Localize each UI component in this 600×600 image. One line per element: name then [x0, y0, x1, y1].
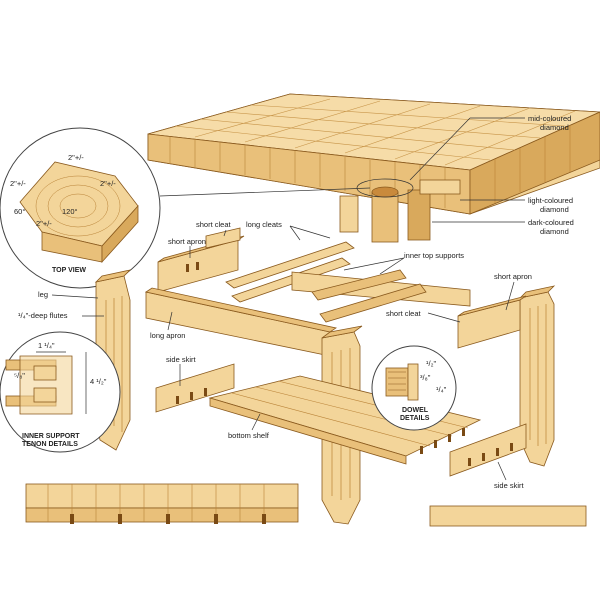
label-short-cleat-right: short cleat [386, 309, 422, 318]
label-short-cleat-top: short cleat [196, 220, 232, 229]
label-top-view: TOP VIEW [52, 267, 86, 274]
dim-top: 2"+/- [68, 153, 84, 162]
label-inner-support-2: TENON DETAILS [22, 441, 78, 448]
label-dowel-2: DETAILS [400, 415, 430, 422]
dim-right: 2"+/- [100, 179, 116, 188]
side-columns [494, 125, 571, 203]
side-skirt-left [155, 363, 235, 413]
top-grid [174, 98, 576, 166]
tenon-dim-c: 4 ¹/₂" [90, 377, 107, 386]
side-skirt-right [449, 423, 527, 477]
diamond-blocks [339, 178, 461, 243]
label-dark-coloured-2: diamond [540, 227, 569, 236]
label-flutes: ¹/₄"-deep flutes [18, 311, 68, 320]
strip-left [25, 483, 299, 509]
dowel-dim-b: ³/₈" [420, 373, 431, 382]
label-bottom-shelf: bottom shelf [228, 431, 270, 440]
label-inner-support-1: INNER SUPPORT [22, 433, 80, 440]
top-labels: mid-coloured diamond light-coloured diam… [409, 114, 574, 236]
table-frame [94, 227, 556, 525]
long-cleat-1 [225, 241, 355, 289]
label-inner-top-supports: inner top supports [404, 251, 464, 260]
mortise-slots [176, 262, 513, 466]
table-top-side [469, 111, 600, 215]
strip-right [429, 505, 587, 527]
angle-120: 120° [62, 207, 78, 216]
tenon-dim-a: 1 ¹/₄" [38, 341, 55, 350]
dim-bottom: 2"+/- [36, 219, 52, 228]
block-3 [407, 189, 431, 241]
block-4 [419, 179, 461, 195]
label-light-coloured-2: diamond [540, 205, 569, 214]
tenon-detail: 1 ¹/₄" ⁵/₈" 4 ¹/₂" INNER SUPPORT TENON D… [0, 331, 121, 453]
block-2 [371, 191, 399, 243]
table-top [147, 93, 600, 243]
label-leg: leg [38, 290, 48, 299]
label-mid-coloured-1: mid-coloured [528, 114, 571, 123]
label-side-skirt-right: side skirt [494, 481, 525, 490]
frame-labels: short cleat long cleats short apron inne… [18, 220, 532, 490]
label-light-coloured-1: light-coloured [528, 196, 573, 205]
label-dowel-1: DOWEL [402, 407, 429, 414]
label-side-skirt-left: side skirt [166, 355, 197, 364]
label-short-apron-right: short apron [494, 272, 532, 281]
inner-support-1 [291, 271, 471, 307]
inner-support-3 [319, 283, 427, 323]
tenon-dim-b: ⁵/₈" [14, 371, 25, 380]
label-mid-coloured-2: diamond [540, 123, 569, 132]
short-cleat-top [205, 227, 241, 249]
dim-left: 2"+/- [10, 179, 26, 188]
label-short-apron-left: short apron [168, 237, 206, 246]
label-dark-coloured-1: dark-coloured [528, 218, 574, 227]
dowel-dim-c: ¹/₄" [436, 385, 447, 394]
block-1 [339, 195, 359, 233]
dowel-dim-a: ¹/₂" [426, 359, 436, 368]
bottom-strips [25, 483, 587, 527]
label-long-cleats: long cleats [246, 220, 282, 229]
angle-60: 60° [14, 207, 25, 216]
inner-support-2 [311, 269, 407, 301]
front-columns [169, 137, 446, 208]
dowel-detail: ¹/₂" ³/₈" ¹/₄" DOWEL DETAILS [371, 345, 457, 431]
top-view-detail: 2"+/- 2"+/- 2"+/- 2"+/- 60° 120° TOP VIE… [0, 127, 371, 289]
long-cleat-2 [231, 257, 351, 303]
label-long-apron: long apron [150, 331, 185, 340]
